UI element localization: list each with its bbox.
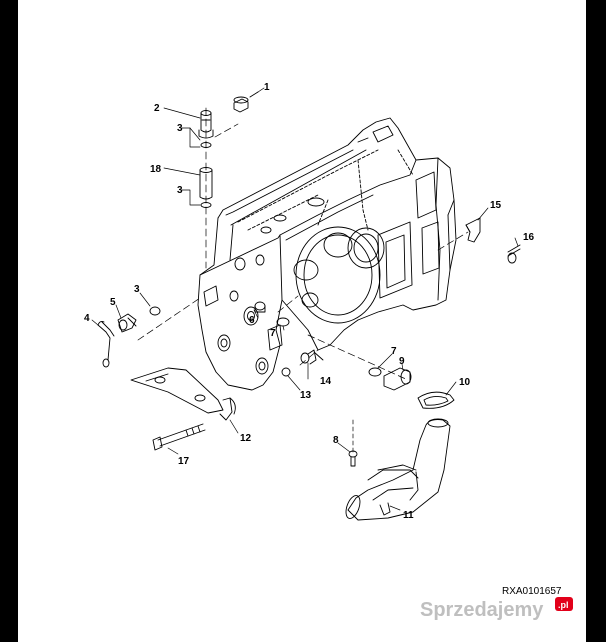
callout-5: 5	[110, 297, 116, 308]
elbow-pipe-part-11	[345, 418, 451, 521]
callout-4: 4	[84, 313, 90, 324]
fitting-part-2	[198, 110, 214, 148]
transmission-housing	[197, 117, 457, 391]
bracket-part-15	[465, 217, 481, 243]
callout-13: 13	[300, 390, 312, 401]
callout-1: 1	[264, 82, 270, 93]
watermark: Sprzedajemy .pl	[420, 597, 573, 621]
callout-labels: 1 2 3 18 3 15 16 3 4 5 6 7 7 9 10 14 13 …	[84, 82, 535, 521]
bolt-part-17	[152, 423, 206, 451]
diagram-sheet: 1 2 3 18 3 15 16 3 4 5 6 7 7 9 10 14 13 …	[18, 0, 586, 642]
plug-part-1	[233, 91, 259, 113]
plug-part-9	[383, 367, 412, 391]
callout-7-center: 7	[270, 328, 276, 339]
bolt-part-16	[507, 244, 521, 264]
callout-2: 2	[154, 103, 160, 114]
callout-3-sleeve: 3	[177, 185, 183, 196]
callout-17: 17	[178, 456, 190, 467]
callout-3-left: 3	[134, 284, 140, 295]
callout-18: 18	[150, 164, 162, 175]
bolt-part-6	[254, 301, 266, 313]
callout-7-right: 7	[391, 346, 397, 357]
reference-code: RXA0101657	[502, 586, 562, 597]
gasket-part-10	[417, 391, 455, 409]
sensor-part-5	[117, 313, 137, 333]
callout-16: 16	[523, 232, 535, 243]
callout-3-top: 3	[177, 123, 183, 134]
watermark-badge-text: .pl	[558, 600, 569, 610]
o-ring-part-3	[149, 306, 161, 316]
callout-10: 10	[459, 377, 471, 388]
nut-part-13	[281, 367, 291, 377]
plate-part-12	[130, 367, 236, 421]
callout-leaders	[91, 87, 519, 511]
callout-6: 6	[249, 315, 255, 326]
callout-12: 12	[240, 433, 252, 444]
o-ring-part-7	[276, 317, 290, 327]
exploded-parts-diagram: 1 2 3 18 3 15 16 3 4 5 6 7 7 9 10 14 13 …	[84, 82, 573, 621]
watermark-text: Sprzedajemy	[420, 599, 544, 621]
bolt-part-14	[300, 349, 317, 365]
watermark-badge	[555, 597, 573, 611]
callout-15: 15	[490, 200, 502, 211]
harness-part-4	[97, 320, 115, 368]
callout-8: 8	[333, 435, 339, 446]
callout-9: 9	[399, 356, 405, 367]
o-ring-part-7-right	[368, 367, 382, 377]
bolt-part-8	[348, 450, 358, 467]
callout-14: 14	[320, 376, 332, 387]
callout-11: 11	[403, 510, 414, 521]
sleeve-part-18	[199, 167, 213, 208]
